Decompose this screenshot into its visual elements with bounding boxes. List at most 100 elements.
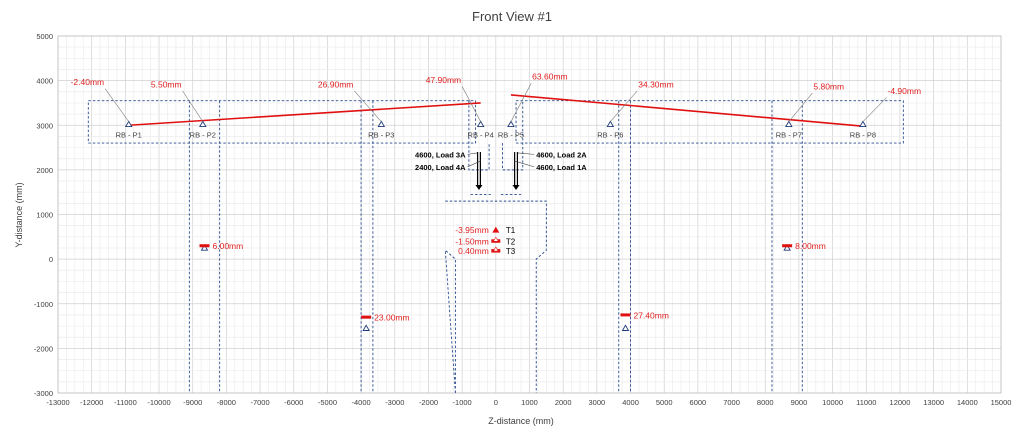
- column-deflection-marker: [199, 244, 210, 248]
- reference-point-marker: [476, 120, 485, 128]
- reference-point-label: RB - P2: [190, 130, 216, 139]
- load-arrow-right-head: [512, 184, 520, 190]
- y-axis-title: Y-distance (mm): [14, 182, 24, 247]
- left-girder-box: [87, 100, 477, 144]
- reference-point-marker: [785, 120, 793, 128]
- deflection-label: 63.60mm: [532, 72, 567, 82]
- reference-point-marker: [507, 120, 515, 128]
- deflection-leader-line: [788, 92, 813, 122]
- x-tick-label: -11000: [114, 398, 137, 407]
- column-outline: [188, 100, 221, 393]
- deflection-label: -4.90mm: [887, 86, 921, 96]
- column-deflection-label: 23.00mm: [374, 313, 409, 323]
- y-tick-label: 2000: [36, 166, 53, 175]
- column-outline: [618, 100, 631, 393]
- load-leader-line: [514, 160, 535, 168]
- reference-point-label: RB - P3: [368, 130, 394, 139]
- column-deflection-label: 27.40mm: [633, 310, 668, 320]
- deflection-label: 47.90mm: [426, 75, 461, 85]
- x-tick-label: 1000: [521, 398, 538, 407]
- t-point-value: -3.95mm: [455, 225, 489, 235]
- deflection-label: 26.90mm: [318, 79, 353, 89]
- load-leader-line: [517, 152, 535, 155]
- x-tick-label: 11000: [856, 398, 876, 407]
- reference-point-marker: [606, 120, 615, 128]
- x-tick-label: 12000: [890, 398, 911, 407]
- column-deflection-marker: [620, 313, 631, 317]
- deflection-label: 5.50mm: [151, 79, 182, 89]
- deflection-leader-line: [354, 90, 382, 122]
- x-tick-label: 14000: [957, 398, 978, 407]
- load-label: 4600, Load 3A: [415, 150, 466, 159]
- column-point-marker: [621, 324, 630, 331]
- column-point-marker: [783, 244, 791, 251]
- deflection-leader-line: [182, 90, 204, 122]
- deflection-leader-line: [610, 90, 638, 122]
- y-tick-label: 0: [49, 255, 53, 264]
- deflection-line: [128, 102, 481, 127]
- load-leader-line: [467, 160, 481, 168]
- right-girder-box: [515, 100, 904, 144]
- x-tick-label: -2000: [419, 398, 438, 407]
- column-deflection-marker: [782, 244, 793, 248]
- x-tick-label: -7000: [250, 398, 269, 407]
- x-tick-label: -9000: [183, 398, 202, 407]
- x-tick-label: 13000: [923, 398, 944, 407]
- t-point-marker-inner: [492, 246, 499, 252]
- deflection-label: -2.40mm: [71, 77, 105, 87]
- y-tick-label: -3000: [34, 389, 53, 398]
- plot-area-border: [57, 35, 1002, 394]
- reference-point-marker: [377, 120, 386, 128]
- x-tick-label: 10000: [822, 398, 843, 407]
- tick-labels: -13000-12000-11000-10000-9000-8000-7000-…: [34, 32, 1012, 407]
- deflection-leader-line: [461, 86, 481, 122]
- x-tick-label: 7000: [723, 398, 740, 407]
- x-tick-label: -3000: [385, 398, 404, 407]
- x-axis-title: Z-distance (mm): [488, 416, 554, 426]
- column-deflection-label: 8.00mm: [795, 241, 826, 251]
- t-point-value: 0.40mm: [458, 246, 489, 256]
- deflection-leader-line: [104, 88, 129, 122]
- x-tick-label: -13000: [46, 398, 69, 407]
- deflection-label: 34.30mm: [638, 79, 673, 89]
- x-tick-label: 2000: [555, 398, 572, 407]
- x-tick-label: 0: [494, 398, 498, 407]
- x-tick-label: 5000: [656, 398, 673, 407]
- y-tick-label: 3000: [36, 121, 53, 130]
- x-tick-label: -12000: [80, 398, 103, 407]
- y-tick-label: -2000: [34, 344, 53, 353]
- t-point-label: T2: [506, 237, 516, 246]
- x-tick-label: 15000: [991, 398, 1012, 407]
- column-point-marker: [362, 324, 370, 331]
- load-label: 4600, Load 1A: [536, 163, 587, 172]
- center-support-outline: [444, 200, 547, 394]
- x-tick-label: 4000: [622, 398, 639, 407]
- x-tick-label: 8000: [757, 398, 774, 407]
- column-outline: [360, 100, 374, 393]
- x-tick-label: 9000: [791, 398, 808, 407]
- t-point-marker: [492, 226, 500, 233]
- deflection-label: 5.80mm: [813, 82, 844, 92]
- column-outline: [771, 100, 803, 393]
- right-load-connector: [502, 100, 524, 171]
- column-point-marker: [200, 244, 209, 251]
- deflection-leader-line: [862, 97, 887, 122]
- column-deflection-label: 6.00mm: [213, 241, 244, 251]
- reference-point-marker: [199, 120, 207, 128]
- reference-point-label: RB - P6: [597, 130, 623, 139]
- reference-point-label: RB - P8: [850, 130, 876, 139]
- reference-point-label: RB - P5: [498, 130, 524, 139]
- reference-point-label: RB - P7: [776, 130, 802, 139]
- t-point-label: T1: [506, 226, 516, 235]
- y-tick-label: 5000: [36, 32, 53, 41]
- x-tick-label: 6000: [690, 398, 707, 407]
- load-label: 2400, Load 4A: [415, 163, 466, 172]
- x-tick-label: 3000: [589, 398, 606, 407]
- x-tick-label: -4000: [352, 398, 371, 407]
- x-tick-label: -5000: [318, 398, 337, 407]
- x-tick-label: -6000: [284, 398, 303, 407]
